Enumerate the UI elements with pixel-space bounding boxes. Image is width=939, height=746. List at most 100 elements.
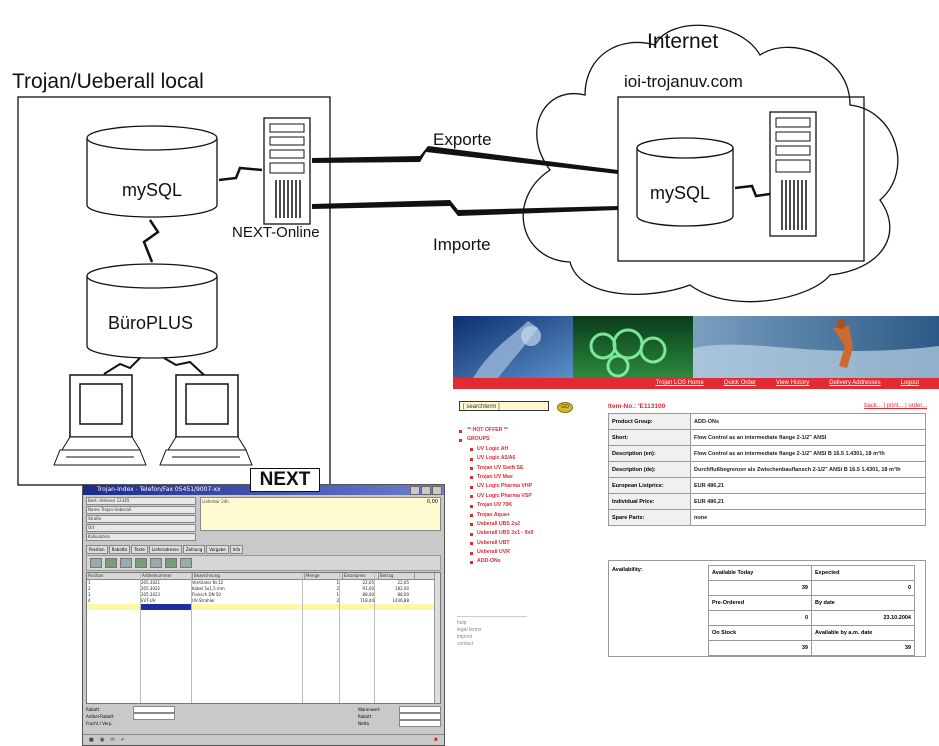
search-go-button[interactable]: GO (557, 402, 573, 413)
cell: 2 (88, 586, 91, 591)
footer-link-imprint[interactable]: imprint (457, 634, 473, 640)
remote-mysql-database-icon (636, 137, 734, 227)
footer-link-help[interactable]: help (457, 620, 467, 626)
sidebar-category-item[interactable]: UV Logic Pharma VHP (467, 482, 607, 491)
sidebar-category-item[interactable]: Ueberall UBS 2x2 (467, 520, 607, 529)
sidebar-category-item[interactable]: Ueberall UVR (467, 548, 607, 557)
next-form-field[interactable]: Best.-Adresse 12345 (86, 497, 196, 505)
footer-link-contact[interactable]: contact (457, 641, 474, 647)
print-icon[interactable] (165, 558, 177, 568)
sidebar-category-item[interactable]: ** HOT OFFER ** (459, 426, 607, 435)
mail-icon[interactable]: ✉ (110, 737, 115, 743)
cell: 2 (336, 598, 339, 603)
next-grid-header: Position Artikelnummer Bezeichnung Menge… (87, 573, 440, 580)
spec-value: ADD-ONs (690, 413, 926, 430)
next-tab[interactable]: Lieferadresse (148, 545, 182, 554)
search-input[interactable]: [ searchterm ] (459, 401, 549, 411)
total-field[interactable] (399, 706, 441, 713)
avail-cell: 39 (708, 640, 812, 656)
minimize-icon[interactable] (410, 486, 420, 495)
sidebar-category-item[interactable]: Ueberall UBT (467, 539, 607, 548)
total-label: Netto (358, 721, 370, 726)
footer-link-legal[interactable]: legal terms (457, 627, 482, 633)
cell-cursor[interactable] (140, 604, 191, 610)
sidebar-category-item[interactable]: Trojan Aqua+ (467, 511, 607, 520)
cell: 1 (88, 580, 91, 585)
copy-icon[interactable] (120, 558, 132, 568)
next-form-field[interactable]: Ort (86, 524, 196, 532)
server-tower-icon (263, 117, 311, 225)
column-header[interactable]: Bezeichnung (193, 573, 305, 579)
spec-key: Short: (608, 429, 691, 446)
cancel-icon[interactable]: ✖ (433, 737, 438, 743)
next-tab[interactable]: Position (86, 545, 108, 554)
cell: 1 (336, 580, 339, 585)
item-actions[interactable]: back... | print... | order... (864, 403, 927, 409)
nav-link-home[interactable]: Trojan LOS Home (655, 380, 704, 386)
sidebar-category-item[interactable]: Trojan UV 70K (467, 501, 607, 510)
column-header[interactable]: Artikelnummer (141, 573, 193, 579)
import-label: Importe (433, 235, 491, 254)
next-memo-field[interactable]: Lieferbar 24h 0,00 (200, 497, 441, 531)
spec-value: none (690, 509, 926, 526)
sidebar-category-item[interactable]: ADD-ONs (467, 557, 607, 566)
spec-key: Spare Parts: (608, 509, 691, 526)
edit-icon[interactable] (105, 558, 117, 568)
next-form-field[interactable]: Name Trojan-Ueberall (86, 506, 196, 514)
next-form-field[interactable]: Kalkulation (86, 533, 196, 541)
sidebar-category-item[interactable]: UV Logic A5/A6 (467, 454, 607, 463)
close-icon[interactable] (432, 486, 442, 495)
maximize-icon[interactable] (421, 486, 431, 495)
search-icon[interactable] (150, 558, 162, 568)
link-remote-db-server (734, 184, 771, 198)
delete-icon[interactable] (135, 558, 147, 568)
next-tab[interactable]: Zahlung (182, 545, 206, 554)
column-header[interactable]: Menge (305, 573, 343, 579)
next-tab[interactable]: Info (229, 545, 244, 554)
table-row-new[interactable] (87, 604, 440, 610)
next-tab[interactable]: Vorgabe (206, 545, 229, 554)
sidebar-category-item[interactable]: Ueberall UBS 3x1 - 9x9 (467, 529, 607, 538)
grid-line (339, 573, 340, 703)
new-icon[interactable] (90, 558, 102, 568)
next-form-field[interactable]: Straße (86, 515, 196, 523)
sidebar-category-item[interactable]: UV Logic Pharma VSP (467, 492, 607, 501)
column-header[interactable]: Betrag (379, 573, 415, 579)
availability-label: Availability: (612, 567, 643, 573)
sidebar-category-item[interactable]: UV Logic AH (467, 445, 607, 454)
link-erp-pc2 (163, 357, 205, 376)
total-field[interactable] (399, 713, 441, 720)
sidebar-category-item[interactable]: GROUPS (459, 435, 607, 444)
nav-link-logout[interactable]: Logout (900, 380, 919, 386)
next-app-screenshot: Trojan-Index - Telefon/Fax 05451/9007-xx… (82, 484, 445, 746)
total-field[interactable] (133, 713, 175, 720)
next-label-box: NEXT (250, 468, 320, 492)
total-field[interactable] (399, 720, 441, 727)
save-icon[interactable]: ■ (89, 737, 94, 743)
save-icon[interactable] (180, 558, 192, 568)
export-arrow (312, 146, 618, 174)
ok-icon[interactable]: ✔ (120, 737, 125, 743)
sidebar-category-item[interactable]: Trojan UV Max (467, 473, 607, 482)
print-icon[interactable]: ▣ (99, 737, 105, 743)
next-memo-text: Lieferbar 24h (202, 499, 229, 504)
nav-link-history[interactable]: View History (776, 380, 810, 386)
next-tab[interactable]: Rabatte (108, 545, 131, 554)
nav-link-delivery[interactable]: Delivery Addresses (829, 380, 881, 386)
column-header[interactable]: Position (87, 573, 141, 579)
next-tab[interactable]: Texte (131, 545, 148, 554)
grid-scrollbar[interactable] (434, 573, 440, 703)
total-label: Warenwert (358, 707, 380, 712)
column-header[interactable]: Einzelpreis (343, 573, 379, 579)
total-field[interactable] (133, 706, 175, 713)
cell: 88,00 (362, 592, 374, 597)
nav-link-quick-order[interactable]: Quick Order (723, 380, 757, 386)
sidebar-category-item[interactable]: Trojan UV Swift SE (467, 464, 607, 473)
next-tabs: Position Rabatte Texte Lieferadresse Zah… (83, 545, 444, 554)
